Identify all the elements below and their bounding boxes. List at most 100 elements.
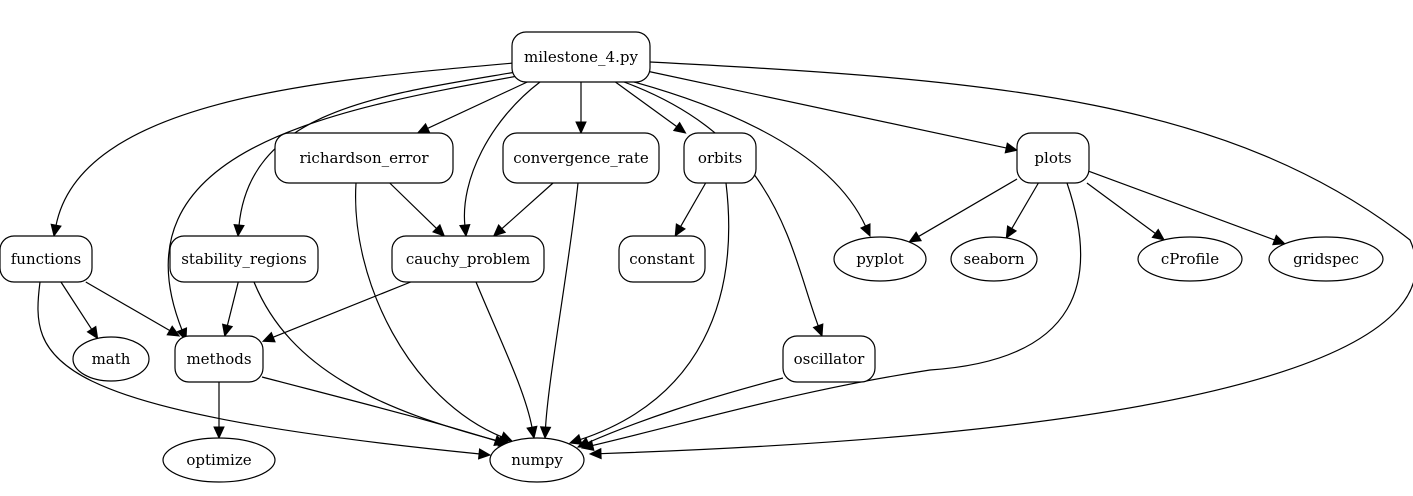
edge-plots-to-gridspec [1088, 170, 1286, 246]
node-orbits: orbits [683, 132, 757, 184]
node-cauchy: cauchy_problem [391, 235, 545, 283]
node-ellipse [950, 236, 1038, 282]
node-math: math [72, 336, 150, 382]
arrowhead [86, 325, 99, 340]
node-label: methods [186, 350, 251, 368]
edge-methods-to-numpy [261, 376, 508, 447]
node-constant: constant [618, 235, 706, 283]
edge-milestone-to-pyplot [633, 81, 871, 238]
edge-orbits-to-numpy [568, 182, 730, 445]
edge-milestone-to-richardson [416, 81, 528, 134]
node-ellipse [72, 336, 150, 382]
edge-line [544, 182, 579, 429]
node-label: stability_regions [181, 250, 307, 268]
arrowhead [493, 435, 508, 447]
edge-milestone-to-methods [167, 75, 519, 342]
node-label: cProfile [1161, 250, 1219, 268]
node-ellipse [1268, 236, 1384, 282]
node-label: math [92, 350, 131, 368]
edge-functions-to-math [60, 281, 99, 340]
edge-line [60, 281, 93, 331]
edge-line [55, 62, 515, 227]
edge-milestone-to-numpy [588, 61, 1413, 460]
edge-plots-to-pyplot [908, 178, 1018, 243]
edge-line [354, 182, 503, 438]
edge-functions-to-numpy [37, 281, 492, 460]
arrowhead [588, 447, 602, 460]
node-label: plots [1034, 149, 1071, 167]
arrowhead [674, 223, 686, 238]
node-richardson: richardson_error [274, 132, 454, 184]
arrowhead [859, 223, 871, 238]
arrowhead [166, 325, 181, 337]
arrowhead [459, 223, 471, 238]
node-label: optimize [186, 451, 251, 469]
nodes-layer: milestone_4.py richardson_error convergenc… [0, 31, 1384, 483]
arrowhead [1005, 225, 1018, 239]
node-ellipse [833, 236, 927, 282]
arrowhead [672, 121, 687, 134]
node-label: gridspec [1293, 250, 1359, 268]
node-label: richardson_error [299, 149, 429, 167]
arrowhead [50, 223, 62, 238]
edge-line [253, 281, 501, 443]
node-label: pyplot [856, 250, 904, 268]
edge-line [426, 81, 528, 130]
edge-line [85, 281, 171, 332]
node-convergence: convergence_rate [502, 132, 660, 184]
edge-line [475, 281, 533, 429]
edge-line [623, 81, 820, 327]
edge-convergence-to-cauchy [492, 182, 554, 237]
edge-line [615, 81, 678, 128]
node-ellipse [1137, 236, 1243, 282]
node-box [683, 132, 757, 184]
arrowhead [221, 323, 234, 338]
edge-line [272, 281, 411, 339]
edge-orbits-to-constant [674, 182, 707, 238]
edge-milestone-to-convergence [575, 82, 587, 135]
edge-line [599, 61, 1413, 455]
edge-milestone-to-stability [233, 71, 517, 238]
node-oscillator: oscillator [782, 335, 876, 383]
node-box [0, 235, 93, 283]
edge-cauchy-to-numpy [475, 281, 538, 440]
node-box [274, 132, 454, 184]
edge-line [633, 81, 867, 228]
edge-line [591, 182, 1082, 447]
edge-line [1088, 170, 1276, 241]
arrowhead [416, 122, 431, 134]
edge-line [1086, 182, 1157, 235]
edge-milestone-to-plots [649, 71, 1019, 154]
arrowhead [432, 223, 446, 237]
edge-methods-to-optimize [213, 382, 225, 440]
node-box [391, 235, 545, 283]
node-numpy: numpy [489, 437, 585, 483]
node-methods: methods [174, 335, 264, 383]
node-stability: stability_regions [169, 235, 319, 283]
edge-line [37, 281, 481, 455]
edge-milestone-to-cauchy [459, 81, 541, 238]
node-label: seaborn [964, 250, 1025, 268]
edge-oscillator-to-numpy [576, 377, 784, 448]
node-plots: plots [1016, 132, 1090, 184]
node-functions: functions [0, 235, 93, 283]
edge-milestone-to-orbits [615, 81, 687, 134]
edge-line [586, 377, 784, 444]
edge-stability-to-methods [221, 281, 239, 338]
node-ellipse [489, 437, 585, 483]
edge-convergence-to-numpy [539, 182, 579, 440]
node-cprofile: cProfile [1137, 236, 1243, 282]
arrowhead [1272, 234, 1286, 246]
node-label: milestone_4.py [524, 48, 638, 66]
edge-plots-to-seaborn [1005, 182, 1039, 239]
node-gridspec: gridspec [1268, 236, 1384, 282]
node-milestone: milestone_4.py [511, 31, 651, 83]
edge-functions-to-methods [85, 281, 181, 337]
node-pyplot: pyplot [833, 236, 927, 282]
arrowhead [492, 224, 507, 237]
edge-line [463, 81, 541, 227]
edge-line [389, 182, 438, 230]
node-box [169, 235, 319, 283]
edge-line [1010, 182, 1039, 230]
node-label: numpy [511, 451, 563, 469]
